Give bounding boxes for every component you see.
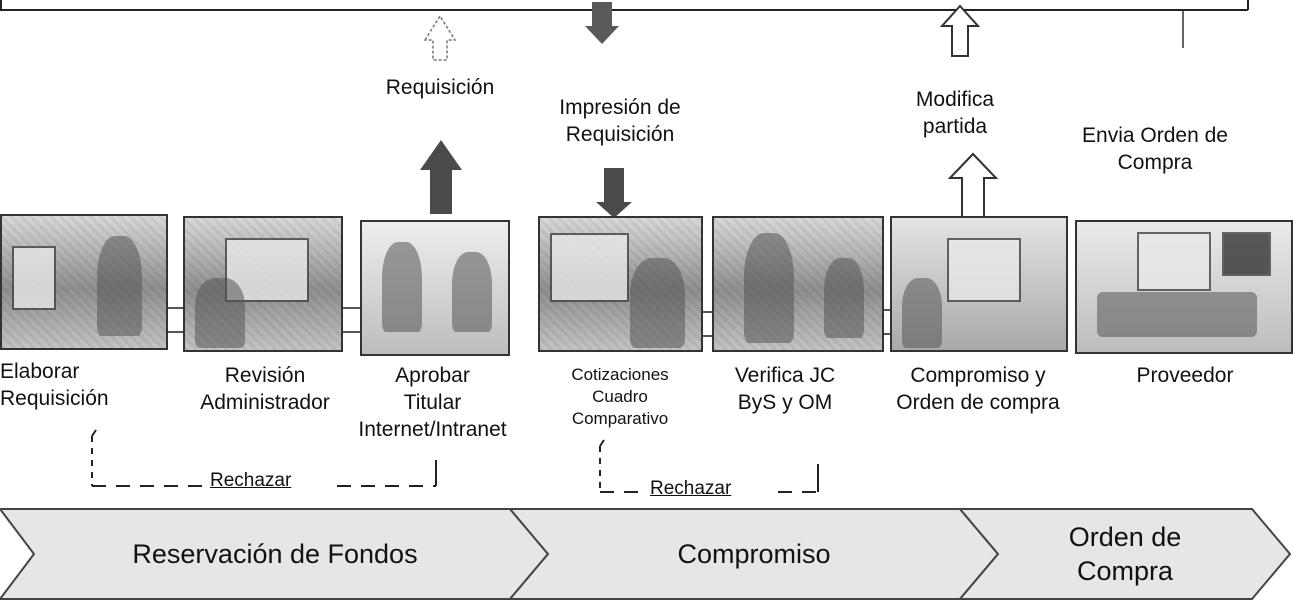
reject-loop-1 [91, 429, 437, 487]
phase-chevron-3 [957, 508, 1292, 600]
up-arrow-hollow-icon [947, 152, 999, 221]
phase-compromiso: Compromiso [677, 539, 831, 569]
phase-chevrons [0, 508, 1292, 600]
reject-label-1: Rechazar [210, 470, 292, 491]
reject-label-2: Rechazar [650, 478, 732, 499]
step-label-revision: Revisión Administrador [200, 364, 330, 414]
photo-cotizaciones [538, 216, 703, 352]
up-arrow-requisicion-icon [423, 14, 457, 61]
step-label-aprobar: Aprobar Titular Internet/Intranet [358, 364, 507, 441]
photo-elaborar [0, 214, 168, 350]
up-arrow-modifica-top-icon [939, 4, 981, 57]
down-arrow-impresion-top-icon [585, 2, 619, 44]
photo-proveedor [1075, 220, 1293, 354]
step-label-verifica: Verifica JC ByS y OM [734, 364, 836, 414]
down-arrow-dark-icon [596, 168, 632, 218]
step-label-proveedor: Proveedor [1136, 364, 1234, 387]
photo-aprobar [360, 220, 510, 356]
step-label-elaborar: Elaborar Requisición [0, 360, 109, 410]
step-label-cotizaciones: Cotizaciones Cuadro Comparativo [571, 365, 669, 428]
label-impresion: Impresión de Requisición [559, 96, 681, 146]
photo-revision [183, 216, 343, 352]
step-label-compromiso: Compromiso y Orden de compra [896, 364, 1060, 414]
up-arrow-dark-icon [420, 140, 462, 214]
label-modifica: Modifica partida [915, 88, 995, 138]
photo-verifica [712, 216, 884, 352]
reject-loop-2 [599, 439, 819, 493]
label-requisicion: Requisición [385, 76, 495, 99]
label-envia: Envia Orden de Compra [1082, 124, 1228, 174]
phase-reservacion: Reservación de Fondos [132, 539, 418, 569]
photo-compromiso [890, 216, 1068, 352]
